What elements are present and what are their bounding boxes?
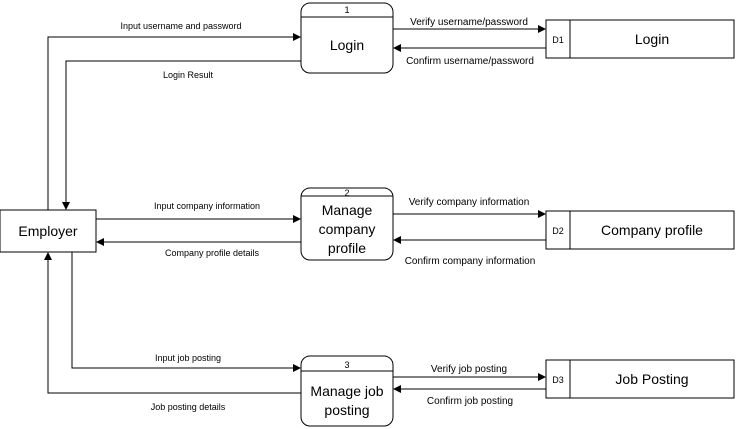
flow-verify-username-password-label: Verify username/password [410,17,528,28]
flow-job-posting-details-line [47,258,301,394]
arrowhead-icon [293,215,301,223]
arrowhead-icon [538,373,546,381]
flow-verify-job-posting-label: Verify job posting [431,364,507,375]
arrowhead-icon [62,202,70,210]
flow-input-job-posting-line [71,252,295,369]
process-3-box [300,355,394,427]
process-2: 2 Manage company profile [300,187,394,261]
arrowhead-icon [293,33,301,41]
datastore-d1: D1 Login [545,19,735,59]
flow-input-company-information-label: Input company information [154,201,260,211]
process-2-id: 2 [344,188,349,198]
flow-confirm-job-posting-label: Confirm job posting [427,396,513,407]
flow-confirm-job-posting: Confirm job posting [393,385,546,407]
flow-verify-job-posting: Verify job posting [393,364,546,381]
flow-job-posting-details-label: Job posting details [151,402,226,412]
datastore-d2-box [545,210,735,250]
process-2-label-line-1: Manage [322,202,373,218]
flow-input-company-information: Input company information [96,201,301,223]
flow-input-job-posting-label: Input job posting [155,353,221,363]
flow-input-username-password-label: Input username and password [120,21,241,31]
flow-login-result-line [65,60,301,204]
datastore-d2: D2 Company profile [545,210,735,250]
flow-company-profile-details: Company profile details [96,238,301,258]
process-1: 1 Login [300,2,394,74]
process-3-label-line-1: Manage job [310,383,383,399]
datastore-d3-box [545,359,735,399]
datastore-d2-id: D2 [552,226,564,236]
entity-employer: Employer [0,209,97,253]
process-3-label-line-2: posting [324,402,369,418]
flow-confirm-username-password-label: Confirm username/password [406,56,534,67]
datastore-d1-label: Login [635,31,669,47]
datastore-d1-box [545,19,735,59]
arrowhead-icon [393,44,401,52]
flow-input-username-password-line [47,36,295,210]
entity-employer-label: Employer [18,223,77,239]
flow-company-profile-details-label: Company profile details [165,248,260,258]
datastore-d3-id: D3 [552,375,564,385]
flow-verify-company-information-label: Verify company information [409,197,530,208]
entity-employer-box [0,209,97,253]
datastore-d2-label: Company profile [601,222,703,238]
arrowhead-icon [538,210,546,218]
process-3: 3 Manage job posting [300,355,394,427]
process-3-id: 3 [344,360,349,370]
process-1-id: 1 [344,5,349,15]
flow-job-posting-details: Job posting details [44,252,301,412]
arrowhead-icon [538,25,546,33]
arrowhead-icon [44,252,52,260]
process-2-label-line-3: profile [328,240,366,256]
flow-login-result-label: Login Result [163,70,214,80]
datastore-d3: D3 Job Posting [545,359,735,399]
flow-confirm-username-password: Confirm username/password [393,44,546,67]
flow-confirm-company-information-label: Confirm company information [405,256,536,267]
process-2-box [300,187,394,261]
process-2-label-line-2: company [319,221,376,237]
flow-login-result: Login Result [62,60,301,210]
datastore-d1-id: D1 [552,35,564,45]
flow-confirm-company-information: Confirm company information [393,236,546,267]
process-1-box [300,2,394,74]
arrowhead-icon [393,385,401,393]
arrowhead-icon [393,236,401,244]
datastore-d3-label: Job Posting [615,371,688,387]
flow-verify-username-password: Verify username/password [393,17,546,33]
arrowhead-icon [96,238,104,246]
flow-verify-company-information: Verify company information [393,197,546,218]
flow-input-job-posting: Input job posting [71,252,301,372]
flow-input-username-password: Input username and password [47,21,301,210]
process-1-label-line-1: Login [330,37,364,53]
arrowhead-icon [293,364,301,372]
